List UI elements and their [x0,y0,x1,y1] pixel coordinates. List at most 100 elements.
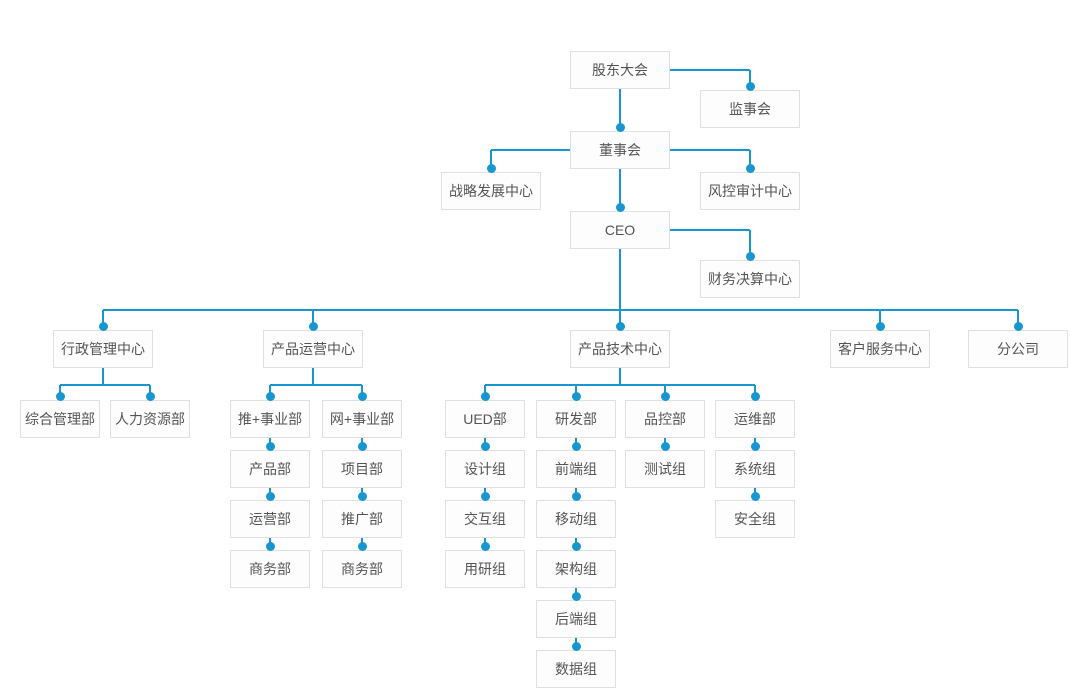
org-node-hr: 人力资源部 [110,400,190,438]
connector-dot [750,391,760,401]
org-node-system: 系统组 [715,450,795,488]
org-node-label: 产品运营中心 [271,341,355,357]
org-node-label: 移动组 [555,511,597,527]
org-node-label: 监事会 [729,101,771,117]
org-node-label: UED部 [463,411,507,427]
connector-line-horizontal [491,149,570,151]
connector-dot [265,441,275,451]
org-node-label: 设计组 [464,461,506,477]
org-node-testing: 测试组 [625,450,705,488]
org-node-operations: 产品运营中心 [263,330,363,368]
org-node-ceo: CEO [570,211,670,249]
connector-dot [745,251,755,261]
org-node-datagroup: 数据组 [536,650,616,688]
org-node-label: 行政管理中心 [61,341,145,357]
connector-dot [750,441,760,451]
org-node-branch: 分公司 [968,330,1068,368]
org-node-label: 产品部 [249,461,291,477]
connector-line-vertical [749,70,751,88]
connector-line-horizontal [670,69,750,71]
connector-line-vertical [749,230,751,258]
org-node-label: 推+事业部 [237,411,303,427]
connector-dot [615,122,625,132]
org-node-tui: 推+事业部 [230,400,310,438]
connector-line-vertical [312,368,314,385]
connector-line-vertical [312,310,314,328]
org-node-label: 运营部 [249,511,291,527]
connector-line-vertical [490,150,492,170]
org-node-research: 用研组 [445,550,525,588]
org-node-security: 安全组 [715,500,795,538]
org-node-label: CEO [604,222,636,238]
connector-dot [145,391,155,401]
org-node-label: 财务决算中心 [708,271,792,287]
org-node-label: 数据组 [555,661,597,677]
connector-rail [485,384,755,386]
connector-line-vertical [102,310,104,328]
org-node-rd: 研发部 [536,400,616,438]
connector-dot [357,491,367,501]
connector-dot [745,163,755,173]
connector-line-vertical [879,310,881,328]
org-node-label: 股东大会 [592,62,648,78]
connector-dot [265,391,275,401]
org-node-tech: 产品技术中心 [570,330,670,368]
org-node-label: 前端组 [555,461,597,477]
connector-dot [357,541,367,551]
org-node-label: 项目部 [341,461,383,477]
org-node-frontend: 前端组 [536,450,616,488]
org-node-label: 商务部 [249,561,291,577]
connector-dot [308,321,318,331]
org-node-om: 运维部 [715,400,795,438]
org-node-qc: 品控部 [625,400,705,438]
org-node-label: 安全组 [734,511,776,527]
org-node-label: 研发部 [555,411,597,427]
connector-dot [745,81,755,91]
connector-dot [571,591,581,601]
connector-dot [265,541,275,551]
org-node-label: 测试组 [644,461,686,477]
org-node-admin: 行政管理中心 [53,330,153,368]
org-node-finance: 财务决算中心 [700,260,800,298]
connector-dot [480,441,490,451]
connector-dot [571,641,581,651]
connector-dot [615,202,625,212]
connector-rail [270,384,362,386]
connector-dot [660,391,670,401]
org-node-label: 后端组 [555,611,597,627]
org-node-label: 用研组 [464,561,506,577]
org-node-label: 风控审计中心 [708,183,792,199]
org-node-biz1: 商务部 [230,550,310,588]
org-node-ued: UED部 [445,400,525,438]
connector-rail [103,309,1018,311]
org-node-wang: 网+事业部 [322,400,402,438]
org-node-label: 分公司 [997,341,1039,357]
connector-dot [571,541,581,551]
connector-dot [750,491,760,501]
org-node-label: 商务部 [341,561,383,577]
connector-line-vertical [619,89,621,129]
connector-dot [357,441,367,451]
org-node-backend: 后端组 [536,600,616,638]
org-node-interaction: 交互组 [445,500,525,538]
org-node-supervisory: 监事会 [700,90,800,128]
connector-dot [571,491,581,501]
org-node-board: 董事会 [570,131,670,169]
org-node-label: 系统组 [734,461,776,477]
connector-line-horizontal [670,229,750,231]
org-node-product: 产品部 [230,450,310,488]
connector-line-vertical [749,150,751,170]
org-node-label: 人力资源部 [115,411,185,427]
connector-dot [1013,321,1023,331]
connector-dot [875,321,885,331]
org-node-label: 产品技术中心 [578,341,662,357]
connector-dot [480,491,490,501]
connector-dot [55,391,65,401]
org-node-promo: 推广部 [322,500,402,538]
org-node-label: 架构组 [555,561,597,577]
org-node-label: 董事会 [599,142,641,158]
connector-rail [60,384,150,386]
connector-dot [357,391,367,401]
connector-dot [265,491,275,501]
connector-dot [571,391,581,401]
